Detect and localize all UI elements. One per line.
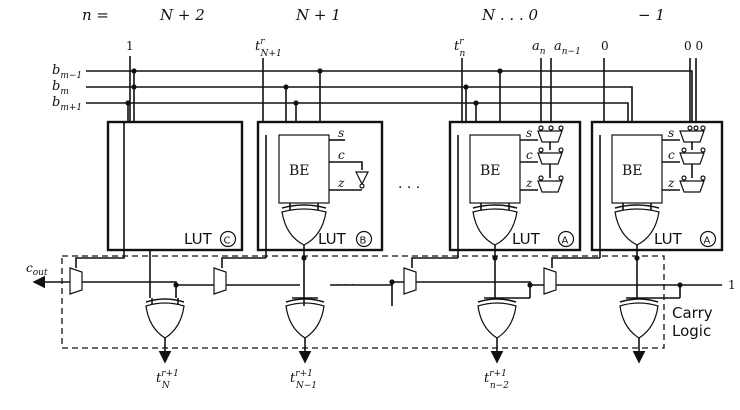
column-label-b: N + 1: [295, 6, 341, 24]
lut-a1-badge: A: [562, 236, 569, 247]
carry-mux-c: [69, 267, 83, 295]
signal-s-a1: s: [526, 126, 532, 140]
n-equals-label: n =: [82, 6, 109, 24]
signal-s-b: s: [338, 126, 344, 140]
lut-c: LUT C: [106, 120, 244, 252]
lut-a1: BE s c z LUT A: [448, 120, 582, 258]
mux-c-a2: [679, 152, 705, 165]
bus-label-m+1: bm+1: [52, 95, 82, 113]
carry-mux-a1: [403, 267, 417, 295]
be-label-a2: BE: [622, 163, 643, 179]
carry-mux-a2: [543, 267, 557, 295]
be-block-a2: [611, 134, 663, 204]
lut-c-label: LUT: [184, 230, 213, 248]
signal-c-a1: c: [526, 148, 533, 162]
ellipsis-middle: . . .: [398, 176, 420, 192]
carry-mux-b: [213, 267, 227, 295]
signal-z-a1: z: [525, 176, 533, 190]
lut-a2: BE s c z LUT A: [590, 120, 724, 258]
carry-logic-boundary: [61, 255, 665, 349]
signal-c-b: c: [338, 148, 345, 162]
bus-label-m: bm: [52, 79, 69, 97]
lut-c-badge: C: [224, 236, 231, 247]
c-out-label: cout: [26, 261, 48, 278]
mux-c-a1: [537, 152, 563, 165]
input-zero-b: 0 0: [684, 39, 703, 53]
mux-s-a1: [537, 130, 563, 143]
carry-chain-ellipsis: · · ·: [336, 278, 355, 292]
carry-label-line2: Logic: [672, 322, 711, 340]
mux-z-a2: [679, 180, 705, 193]
signal-z-b: z: [337, 176, 345, 190]
input-a-n: an: [532, 39, 546, 57]
be-block-a1: [469, 134, 521, 204]
carry-xor-1: [145, 302, 185, 339]
bus-line-m-1: [86, 70, 693, 140]
be-label-a1: BE: [480, 163, 501, 179]
lut-b-label: LUT: [318, 230, 347, 248]
carry-xor-4: [619, 302, 659, 339]
mux-s-a2: [679, 130, 705, 143]
lut-a1-label: LUT: [512, 230, 541, 248]
signal-z-a2: z: [667, 176, 675, 190]
bus-line-m+1: [86, 102, 629, 125]
column-label-c: N + 2: [159, 6, 205, 24]
mux-z-a1: [537, 180, 563, 193]
signal-c-a2: c: [668, 148, 675, 162]
carry-xor-2: [285, 302, 325, 339]
input-one: 1: [126, 39, 134, 53]
be-block-b: [278, 134, 330, 204]
xor-gate-a2: [614, 208, 660, 246]
column-label-a1: N . . . 0: [481, 6, 539, 24]
carry-logic: · · · cout 1 Carry: [26, 250, 736, 364]
column-label-a2: − 1: [638, 6, 665, 24]
bus-label-m-1: bm−1: [52, 63, 82, 81]
header-row: n = N + 2 N + 1 N . . . 0 − 1: [82, 6, 665, 24]
xor-gate-a1: [472, 208, 518, 246]
lut-c-box: [106, 120, 244, 252]
signal-s-a2: s: [668, 126, 674, 140]
bus-labels: bm−1 bm bm+1: [52, 63, 82, 113]
carry-label-line1: Carry: [672, 304, 713, 322]
carry-xor-3: [477, 302, 517, 339]
be-label-b: BE: [289, 163, 310, 179]
lut-b-badge: B: [360, 236, 367, 247]
xor-gate-b: [281, 208, 327, 246]
input-zero-a: 0: [601, 39, 609, 53]
lut-a2-label: LUT: [654, 230, 683, 248]
carry-in-label: 1: [728, 278, 736, 292]
input-a-n-1: an−1: [554, 39, 581, 57]
lut-b: BE s c z LUT B: [256, 120, 384, 258]
lut-a2-badge: A: [704, 236, 711, 247]
